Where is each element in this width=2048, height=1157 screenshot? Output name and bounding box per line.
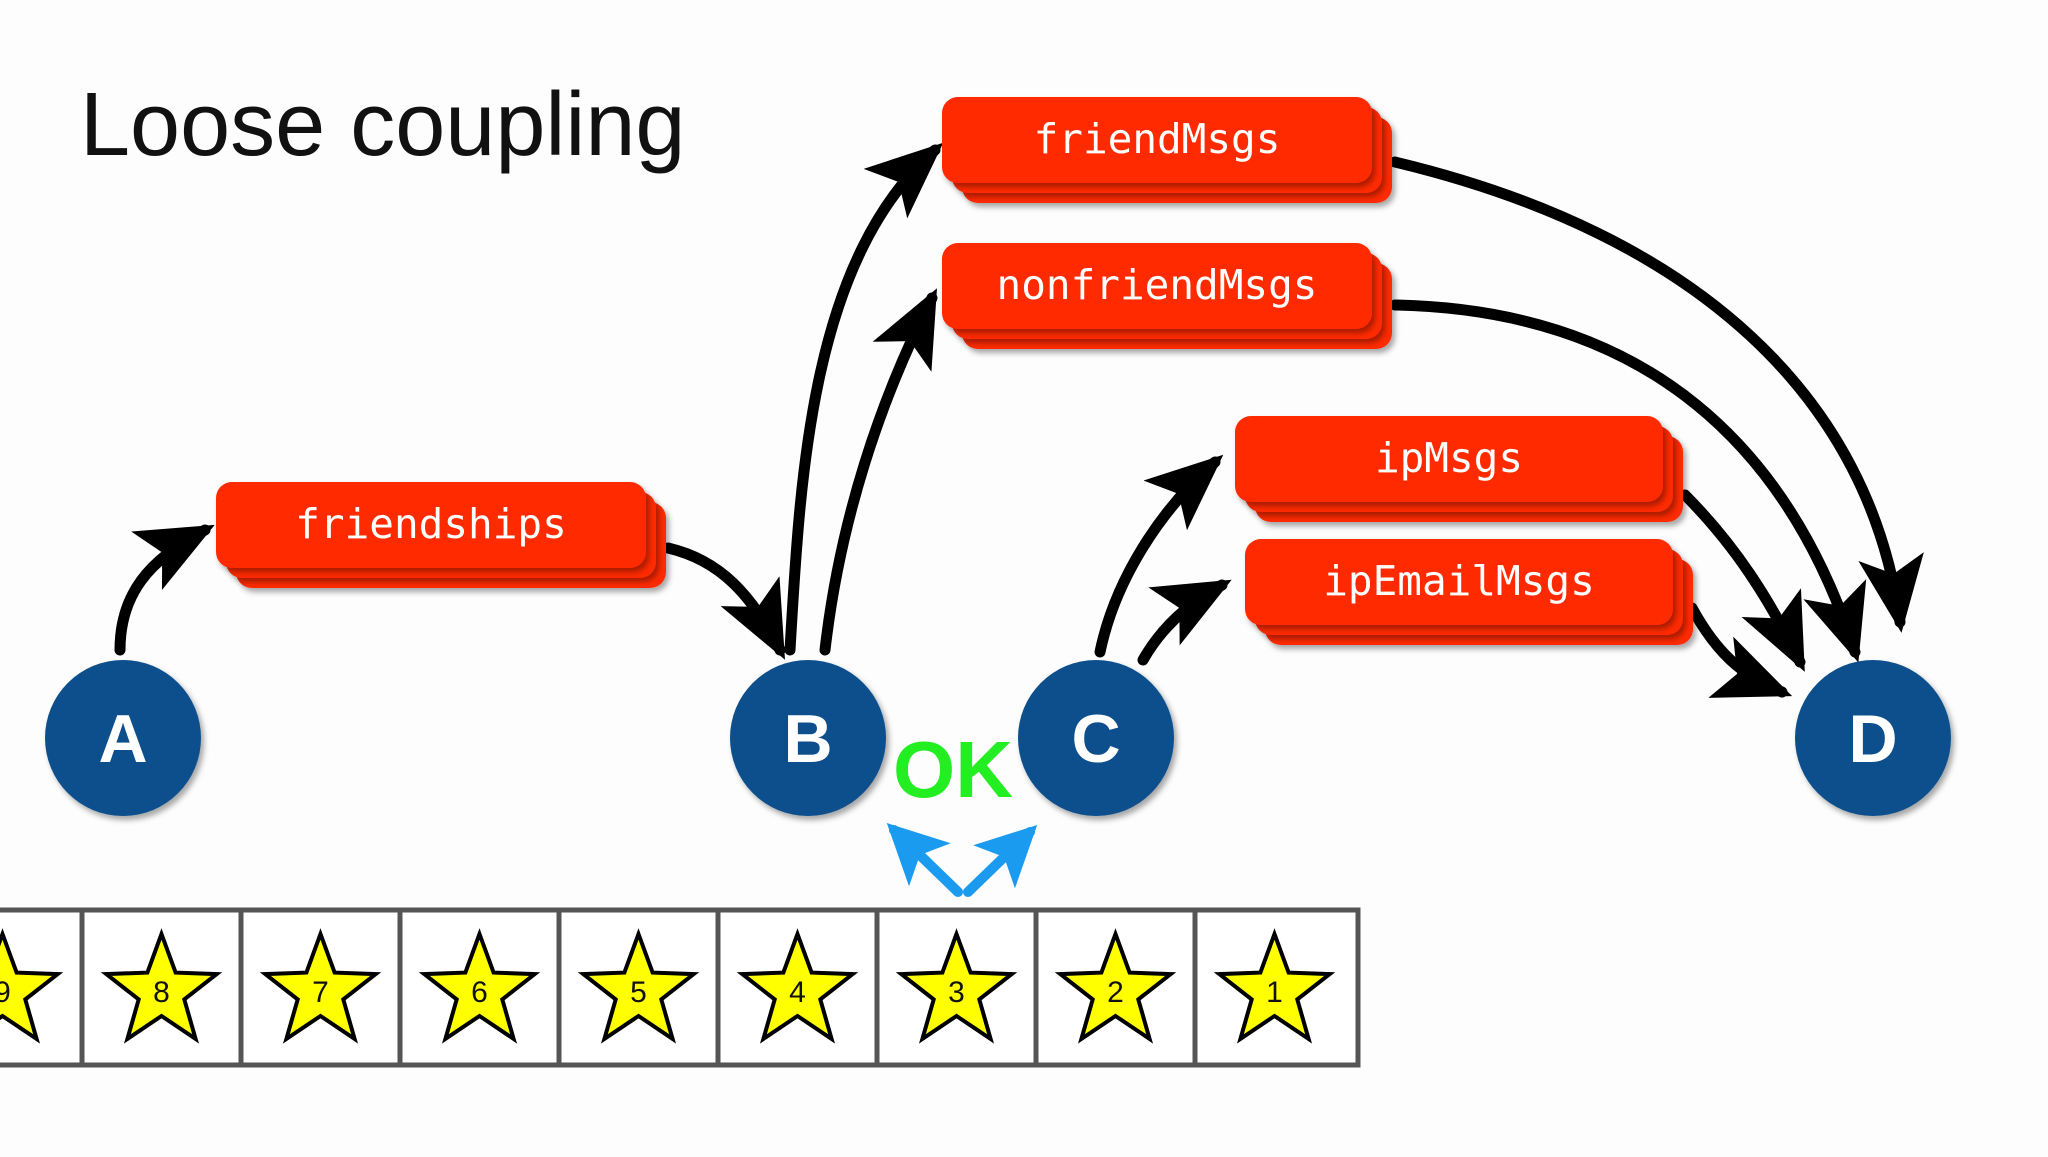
queue-cell: 7: [238, 910, 382, 1065]
arrow-c-to-ipemailmsgs: [1137, 579, 1232, 666]
node-label: B: [783, 701, 832, 777]
arrow-nonfriendmsgs-to-d: [1389, 299, 1867, 663]
node-label: C: [1071, 701, 1120, 777]
topic-ipmsgs: ipMsgs: [1235, 416, 1683, 522]
topic-friendships: friendships: [216, 482, 666, 588]
pointer-arrows: [886, 823, 1038, 897]
star-icon: [1213, 928, 1336, 1044]
arrow-c-to-ipmsgs: [1094, 454, 1224, 658]
topic-ipemailmsgs: ipEmailMsgs: [1245, 539, 1693, 645]
ok-label: OK: [893, 725, 1013, 814]
node-d: D: [1795, 660, 1951, 816]
queue-item-number: 7: [312, 976, 329, 1009]
star-icon: [259, 928, 382, 1044]
queue-item-number: 1: [1266, 976, 1283, 1009]
star-icon: [895, 928, 1018, 1044]
queue-cell: 3: [874, 910, 1018, 1065]
node-b: B: [730, 660, 886, 816]
queue-item-number: 5: [630, 976, 647, 1009]
queue-cells: 9 8 7 6 5 4 3 2 1: [0, 910, 1336, 1065]
arrow-b-to-friendmsgs: [784, 142, 944, 656]
topic-friendmsgs: friendMsgs: [942, 97, 1392, 203]
node-c: C: [1018, 660, 1174, 816]
queue-cell: 9: [0, 928, 64, 1044]
star-icon: [100, 928, 223, 1044]
star-icon: [577, 928, 700, 1044]
node-a: A: [45, 660, 201, 816]
queue-cell: 1: [1192, 910, 1336, 1065]
topic-label: ipEmailMsgs: [1323, 557, 1595, 605]
arrow-friendships-to-b: [662, 542, 786, 660]
topic-label: friendMsgs: [1034, 115, 1281, 163]
arrow-ipemailmsgs-to-d: [1686, 602, 1793, 698]
topic-label: ipMsgs: [1375, 434, 1523, 482]
topic-nonfriendmsgs: nonfriendMsgs: [942, 243, 1392, 349]
queue-cell: 4: [715, 910, 859, 1065]
node-label: A: [98, 701, 147, 777]
edge-arrows: [114, 142, 1924, 698]
topic-label: nonfriendMsgs: [997, 261, 1318, 309]
queue-cell: 8: [79, 910, 223, 1065]
queue-item-number: 6: [471, 976, 488, 1009]
slide-title: Loose coupling: [80, 75, 685, 175]
pointer-arrow-left: [886, 823, 963, 897]
node-label: D: [1848, 701, 1897, 777]
star-icon: [418, 928, 541, 1044]
queue-cell: 5: [556, 910, 700, 1065]
queue-item-number: 3: [948, 976, 965, 1009]
queue-item-number: 8: [153, 976, 170, 1009]
star-icon: [1054, 928, 1177, 1044]
arrow-b-to-nonfriendmsgs: [819, 288, 938, 656]
pointer-arrow-right: [963, 825, 1038, 897]
arrow-friendmsgs-to-d: [1389, 156, 1924, 633]
message-queue: 9 8 7 6 5 4 3 2 1: [0, 907, 1361, 1068]
arrow-a-to-friendships: [114, 524, 215, 656]
queue-cell: 6: [397, 910, 541, 1065]
queue-item-number: 2: [1107, 976, 1124, 1009]
star-icon: [736, 928, 859, 1044]
queue-item-number: 9: [0, 976, 11, 1009]
queue-item-number: 4: [789, 976, 806, 1009]
topic-label: friendships: [295, 500, 567, 548]
queue-cell: 2: [1033, 910, 1177, 1065]
arrow-ipmsgs-to-d: [1679, 489, 1806, 672]
star-icon: [0, 928, 64, 1044]
